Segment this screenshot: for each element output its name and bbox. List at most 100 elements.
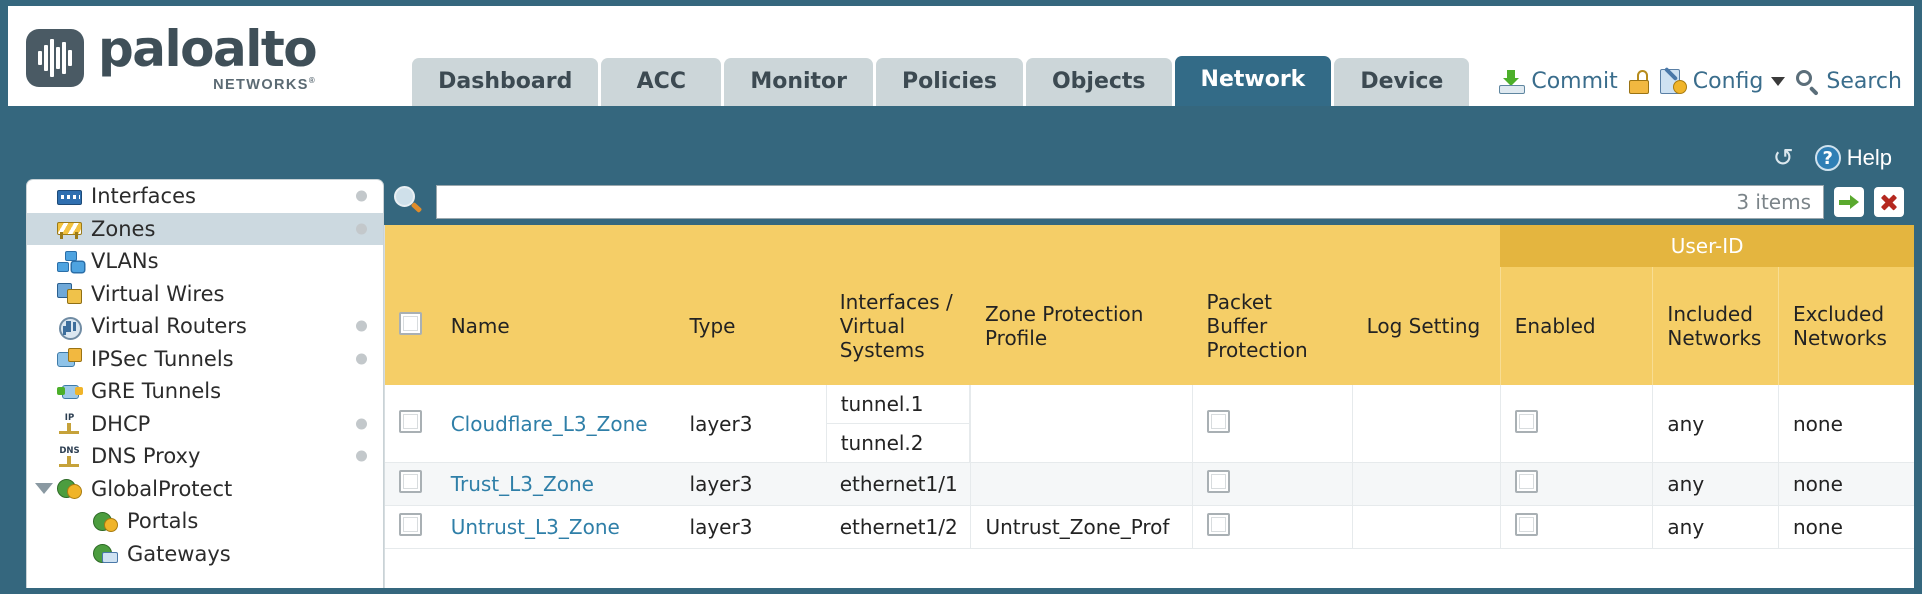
sidebar-item-interfaces[interactable]: Interfaces [27, 180, 383, 213]
help-icon: ? [1814, 145, 1841, 171]
paloalto-waveform-icon [26, 28, 84, 87]
status-dot [356, 223, 367, 235]
vlans-icon [57, 250, 82, 272]
cell-user-id-enabled [1499, 505, 1653, 549]
header-interfaces[interactable]: Interfaces / Virtual Systems [825, 267, 971, 385]
sidebar-item-virtual-wires[interactable]: Virtual Wires [27, 278, 383, 311]
zones-table-container: User-ID Name Type Interfaces / Virtual S… [384, 225, 1914, 588]
portals-icon [93, 511, 118, 532]
sidebar-item-label: DHCP [91, 411, 151, 436]
tab-network[interactable]: Network [1174, 56, 1332, 106]
dhcp-icon: IP [57, 413, 82, 435]
expand-collapse-triangle-icon[interactable] [35, 483, 53, 495]
main-content: 3 items User-ID [384, 179, 1914, 588]
green-arrow-icon [1839, 195, 1859, 209]
zones-icon [57, 220, 82, 239]
gateways-icon [93, 543, 118, 564]
header-type[interactable]: Type [675, 267, 826, 385]
header-excluded-networks[interactable]: Excluded Networks [1777, 267, 1914, 385]
cell-packet-buffer-protection [1192, 462, 1353, 506]
commit-button[interactable]: Commit [1499, 69, 1618, 94]
sidebar-item-vlans[interactable]: VLANs [27, 245, 383, 278]
sidebar-item-gre-tunnels[interactable]: GRE Tunnels [27, 375, 383, 408]
row-checkbox[interactable] [399, 409, 422, 433]
header-packet-buffer-protection[interactable]: Packet Buffer Protection [1192, 267, 1353, 385]
dns-proxy-icon: DNS [57, 446, 82, 467]
interfaces-icon [57, 190, 82, 206]
config-menu[interactable]: Config [1659, 66, 1786, 94]
config-label: Config [1692, 69, 1764, 94]
chevron-down-icon [1771, 77, 1786, 86]
table-body: Cloudflare_L3_Zone layer3 tunnel.1 tunne… [385, 385, 1914, 549]
sidebar-item-globalprotect[interactable]: GlobalProtect [27, 473, 383, 506]
cell-name: Trust_L3_Zone [436, 462, 676, 506]
cell-zone-protection-profile [970, 462, 1193, 506]
tab-monitor[interactable]: Monitor [724, 58, 874, 106]
packet-buffer-protection-checkbox[interactable] [1207, 470, 1231, 493]
user-id-group-header: User-ID [1500, 225, 1914, 267]
tab-objects[interactable]: Objects [1025, 58, 1172, 106]
tab-policies[interactable]: Policies [876, 58, 1023, 106]
sidebar-item-label: IPSec Tunnels [91, 346, 234, 371]
sidebar-nav: Interfaces Zones VLANs Virtual Wires Vir… [26, 179, 384, 588]
refresh-icon[interactable]: ↺ [1772, 144, 1794, 172]
brand-name: paloalto [98, 19, 318, 78]
user-id-enabled-checkbox[interactable] [1514, 513, 1538, 536]
group-header-row: User-ID [385, 225, 1914, 267]
status-dot [356, 353, 367, 365]
zone-name-link[interactable]: Cloudflare_L3_Zone [450, 411, 648, 436]
sub-header-band: ↺ ? Help [8, 106, 1914, 179]
filter-search-icon[interactable] [392, 185, 426, 219]
cell-included-networks: any [1652, 505, 1779, 549]
tab-acc[interactable]: ACC [601, 58, 722, 106]
sidebar-item-portals[interactable]: Portals [27, 505, 383, 538]
sidebar-item-zones[interactable]: Zones [27, 212, 383, 245]
tab-device[interactable]: Device [1334, 58, 1470, 106]
table-row[interactable]: Cloudflare_L3_Zone layer3 tunnel.1 tunne… [385, 385, 1914, 463]
tab-dashboard[interactable]: Dashboard [412, 58, 599, 106]
header-name[interactable]: Name [436, 267, 676, 385]
header-zone-protection-profile[interactable]: Zone Protection Profile [970, 267, 1193, 385]
header-included-networks[interactable]: Included Networks [1652, 267, 1779, 385]
red-x-icon [1880, 193, 1898, 211]
help-label: Help [1846, 145, 1892, 170]
sidebar-item-virtual-routers[interactable]: Virtual Routers [27, 310, 383, 343]
cell-interfaces: ethernet1/2 [825, 505, 971, 549]
packet-buffer-protection-checkbox[interactable] [1207, 409, 1231, 433]
zone-name-link[interactable]: Trust_L3_Zone [450, 472, 594, 496]
zone-name-link[interactable]: Untrust_L3_Zone [450, 515, 620, 539]
row-checkbox[interactable] [399, 513, 422, 536]
user-id-enabled-checkbox[interactable] [1514, 409, 1538, 433]
table-row[interactable]: Trust_L3_Zone layer3 ethernet1/1 any [385, 462, 1914, 506]
search-button[interactable]: Search [1796, 69, 1902, 96]
clear-filter-button[interactable] [1874, 187, 1904, 217]
row-select-cell [385, 385, 437, 463]
sidebar-item-label: VLANs [91, 249, 159, 274]
sidebar-item-dhcp[interactable]: IP DHCP [27, 408, 383, 441]
search-label: Search [1826, 69, 1902, 94]
help-button[interactable]: ? Help [1814, 145, 1892, 171]
top-action-bar: Commit Config Search [1499, 66, 1902, 96]
user-id-enabled-checkbox[interactable] [1514, 470, 1538, 493]
header-log-setting[interactable]: Log Setting [1352, 267, 1501, 385]
status-dot [356, 190, 367, 202]
top-bar: paloalto NETWORKS® Dashboard ACC Monitor… [8, 6, 1914, 106]
virtual-routers-icon [57, 316, 82, 340]
header-user-id-enabled[interactable]: Enabled [1499, 267, 1653, 385]
sidebar-item-label: Portals [127, 509, 199, 534]
row-checkbox[interactable] [399, 470, 422, 493]
sidebar-item-gateways[interactable]: Gateways [27, 538, 383, 571]
item-count-label: 3 items [1736, 190, 1811, 214]
cell-included-networks: any [1652, 385, 1779, 463]
brand-logo: paloalto NETWORKS® [26, 19, 318, 92]
packet-buffer-protection-checkbox[interactable] [1207, 513, 1231, 536]
table-row[interactable]: Untrust_L3_Zone layer3 ethernet1/2 Untru… [385, 505, 1914, 549]
commit-label: Commit [1531, 69, 1618, 94]
select-all-checkbox[interactable] [399, 312, 422, 335]
config-lock-button[interactable] [1628, 69, 1649, 94]
sidebar-item-dns-proxy[interactable]: DNS DNS Proxy [27, 440, 383, 473]
virtual-wires-icon [57, 283, 82, 305]
apply-filter-button[interactable] [1834, 187, 1864, 217]
filter-input[interactable]: 3 items [436, 185, 1824, 219]
sidebar-item-ipsec-tunnels[interactable]: IPSec Tunnels [27, 343, 383, 376]
